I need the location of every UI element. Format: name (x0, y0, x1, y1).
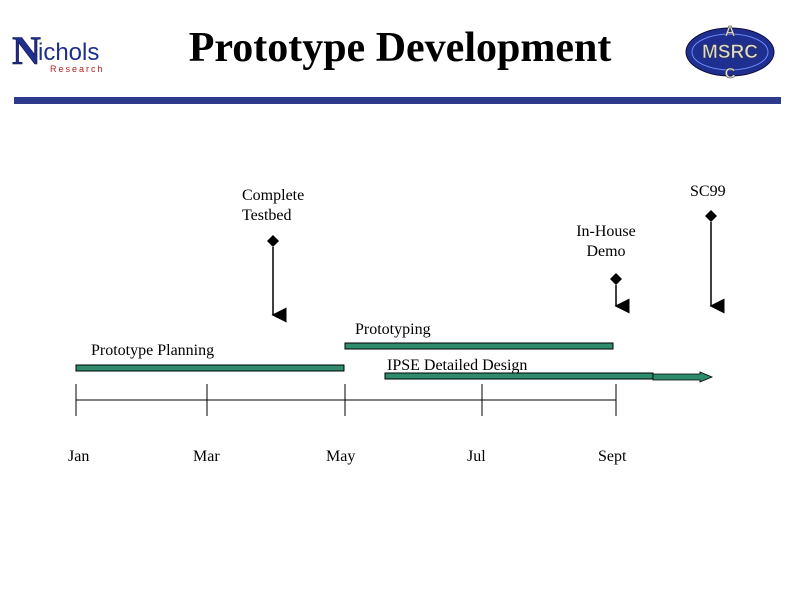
milestone-sc99 (705, 210, 725, 314)
logo-sub-text: Research (50, 64, 105, 74)
milestone-label-line1: SC99 (690, 183, 726, 200)
task-bar-prototyping (344, 342, 614, 350)
month-label-jul: Jul (467, 448, 486, 465)
task-bar-prototype-planning (75, 364, 345, 372)
milestone-complete-testbed (267, 235, 287, 323)
milestone-diamond (267, 235, 279, 247)
nichols-research-logo: N ichols Research (12, 30, 105, 74)
logo-middle-text: MSRC (702, 42, 758, 63)
milestone-label-in-house-demo: In-House Demo (566, 222, 646, 262)
month-label-jan: Jan (68, 448, 90, 465)
logo-bottom-letter: C (725, 65, 736, 82)
title-divider (14, 97, 781, 104)
logo-top-letter: A (725, 23, 736, 40)
task-label-prototyping: Prototyping (355, 321, 431, 338)
month-label-sept: Sept (598, 448, 627, 465)
milestone-diamond (705, 210, 717, 222)
task-label-ipse-detailed-design: IPSE Detailed Design (387, 357, 528, 374)
milestone-label-complete-testbed: Complete Testbed (242, 186, 304, 226)
logo-main-text: ichols (38, 39, 99, 66)
task-label-prototype-planning: Prototype Planning (91, 342, 215, 359)
milestone-diamond (610, 273, 622, 285)
logo-initial: N (12, 30, 41, 73)
asc-msrc-logo: A MSRC C (685, 23, 775, 82)
slide-title: Prototype Development (188, 25, 612, 71)
milestone-label-line2: Demo (586, 243, 626, 260)
month-label-may: May (326, 448, 356, 465)
month-label-mar: Mar (193, 448, 220, 465)
milestone-label-line1: Complete (242, 187, 305, 204)
task-arrow-ipse-continuation (652, 371, 714, 383)
milestone-label-line2: Testbed (242, 207, 292, 224)
milestone-in-house-demo (610, 273, 630, 314)
milestone-label-line1: In-House (576, 223, 636, 240)
milestone-label-sc99: SC99 (690, 182, 726, 202)
